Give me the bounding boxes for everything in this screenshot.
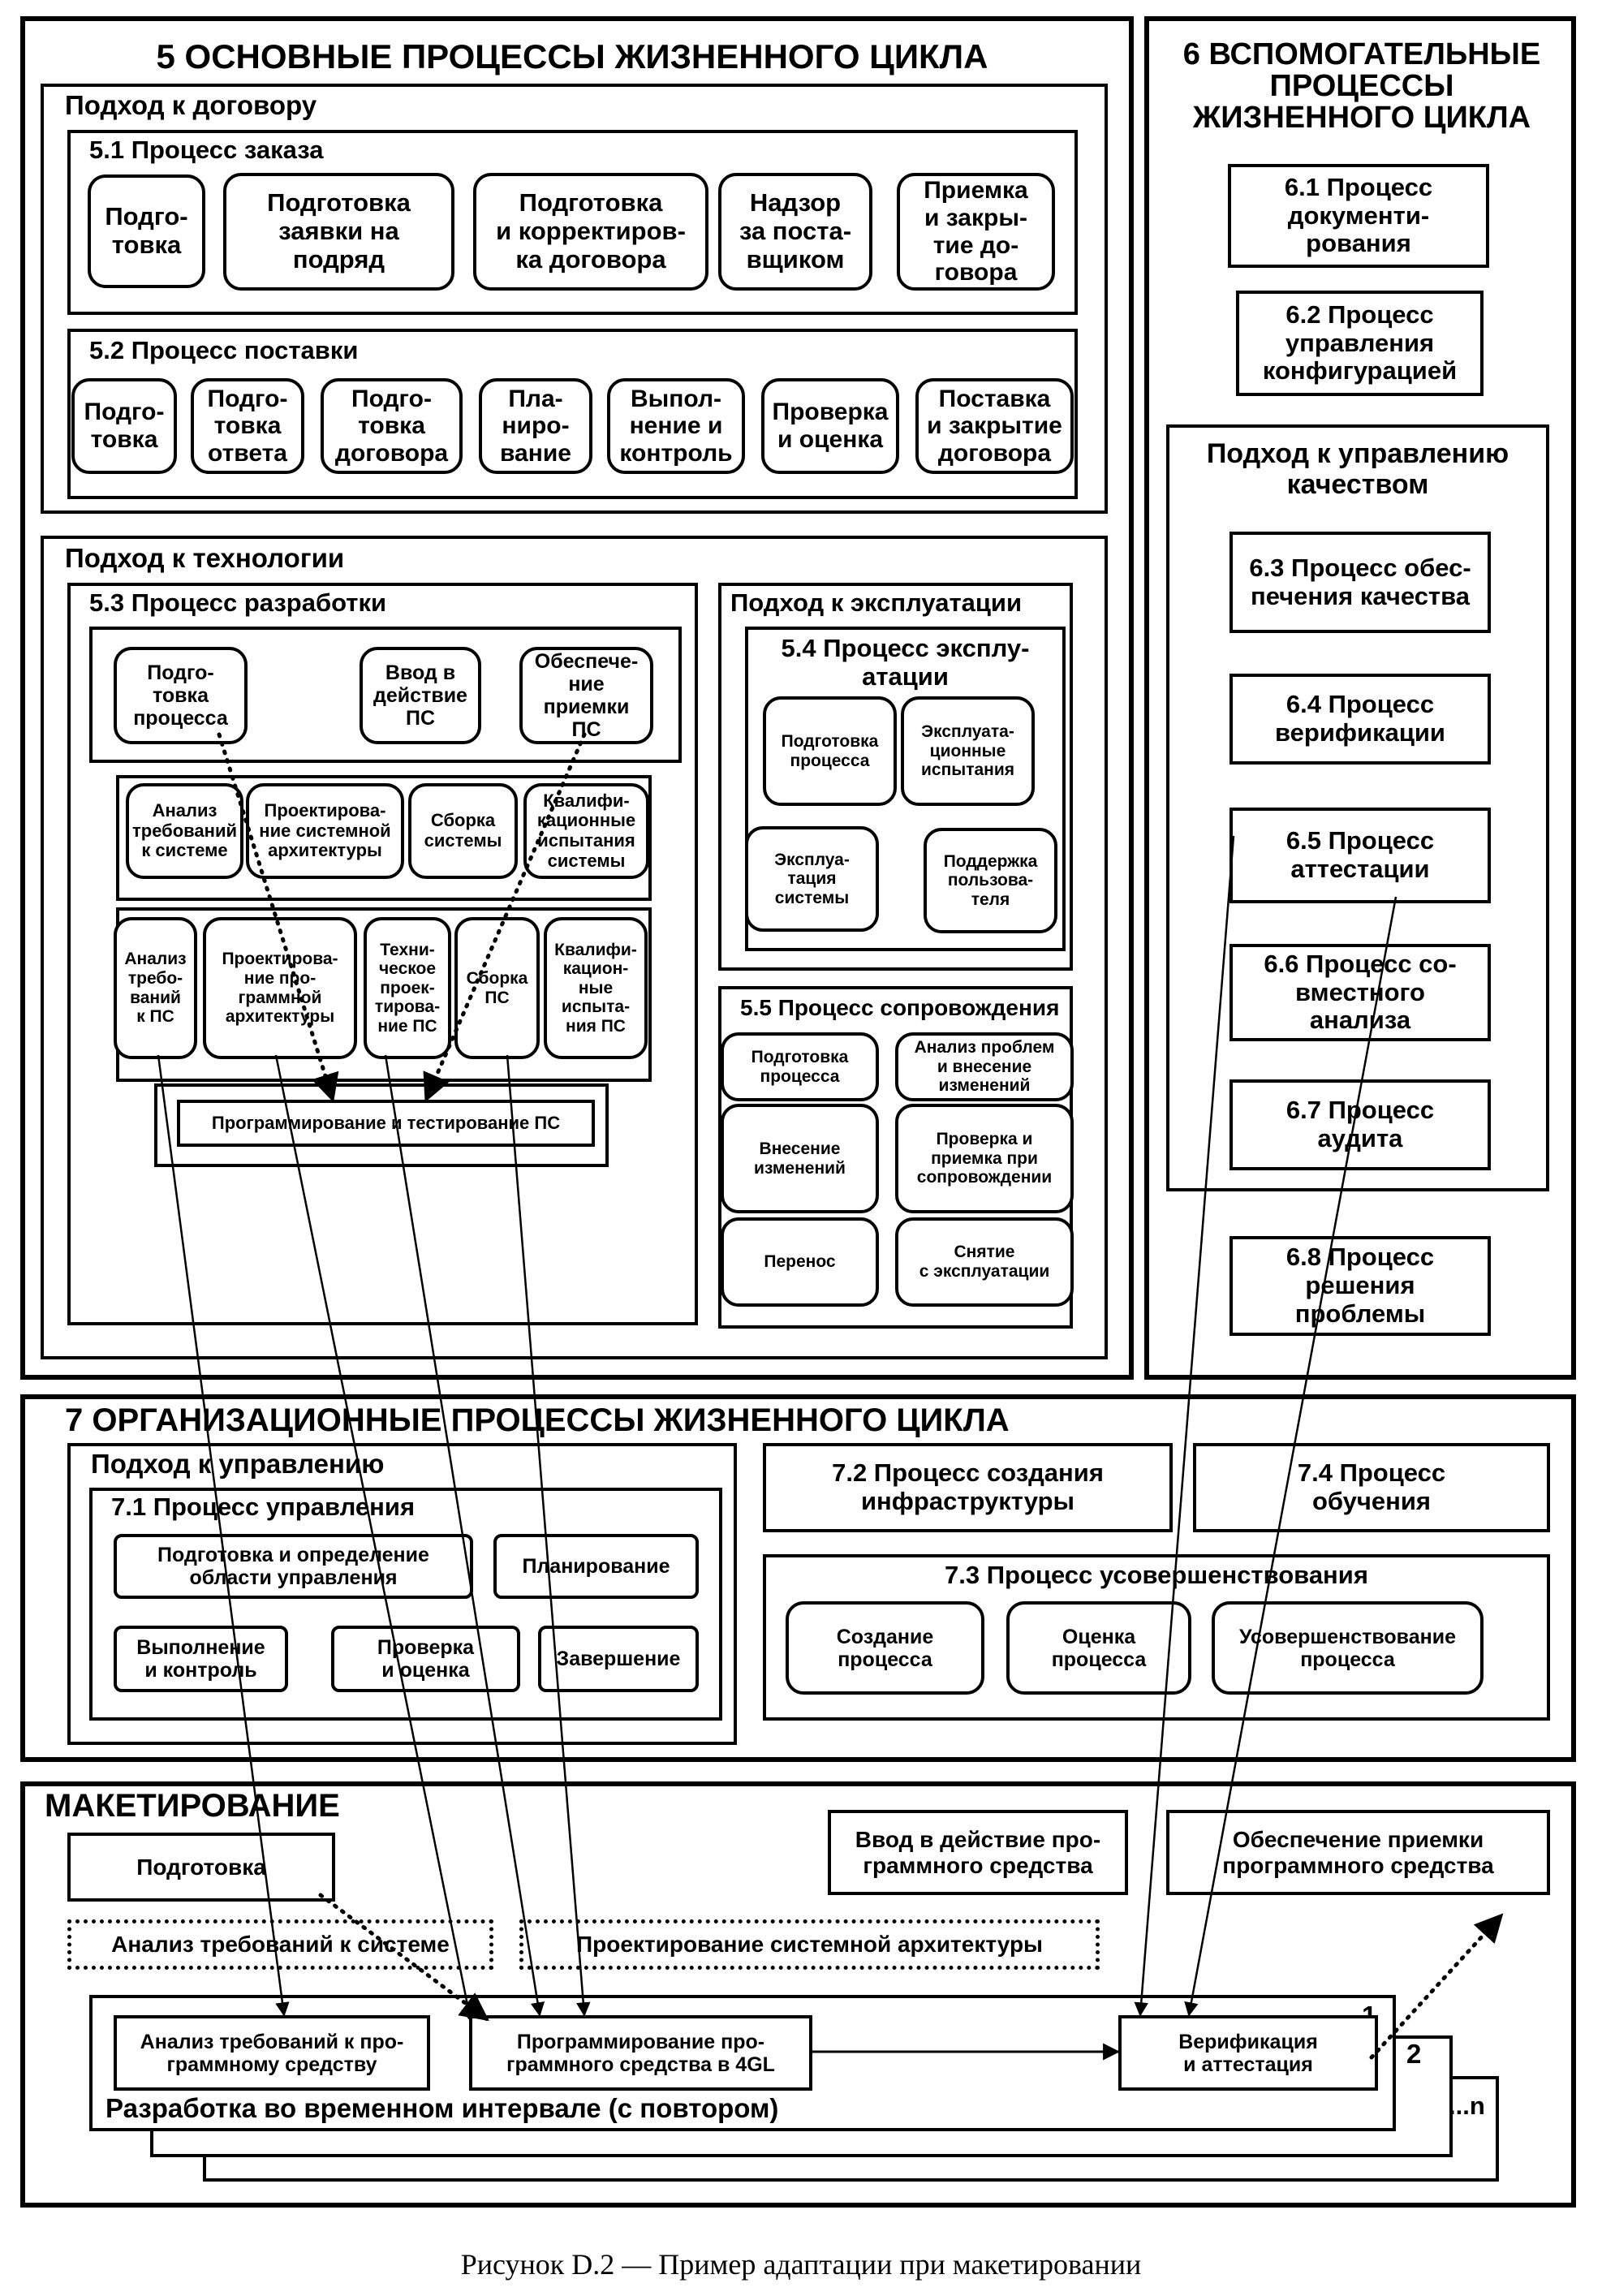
p52-item: Пла- ниро- вание (479, 378, 592, 474)
p71-item: Проверка и оценка (331, 1626, 520, 1692)
p51-item: Подготовка и корректиров- ка договора (473, 173, 708, 291)
p52-item: Подго- товка ответа (191, 378, 304, 474)
p51-item: Приемка и закры- тие до- говора (897, 173, 1055, 291)
p54-item: Подготовка процесса (763, 696, 897, 806)
process-7-1-title: 7.1 Процесс управления (111, 1493, 416, 1521)
section-6-frame (1144, 16, 1576, 1380)
section-6-title: 6 ВСПОМОГАТЕЛЬНЫЕ ПРОЦЕССЫ ЖИЗНЕННОГО ЦИ… (1182, 37, 1541, 135)
proto-accept: Обеспечение приемки программного средств… (1166, 1810, 1550, 1895)
dev-install-sw: Ввод в действие ПС (360, 647, 481, 744)
process-6-2: 6.2 Процесс управления конфигурацией (1236, 291, 1484, 396)
process-6-1: 6.1 Процесс документи- рования (1228, 164, 1489, 268)
process-7-3-title: 7.3 Процесс усовершенствования (945, 1561, 1368, 1589)
process-5-5-title: 5.5 Процесс сопровождения (740, 995, 1060, 1020)
p71-item: Выполнение и контроль (114, 1626, 288, 1692)
dev-system-item: Квалифи- кационные испытания системы (523, 783, 649, 879)
management-approach-title: Подход к управлению (91, 1449, 385, 1479)
p51-item: Надзор за поста- вщиком (718, 173, 872, 291)
contract-approach-title: Подход к договору (65, 90, 317, 120)
operations-approach-title: Подход к эксплуатации (730, 588, 1023, 617)
process-5-2-title: 5.2 Процесс поставки (89, 336, 359, 364)
prototyping-frame (20, 1781, 1576, 2208)
p55-item: Снятие с эксплуатации (895, 1217, 1074, 1307)
proto-install: Ввод в действие про- граммного средства (828, 1810, 1128, 1895)
proto-sw-requirements: Анализ требований к про- граммному средс… (114, 2015, 430, 2091)
p71-item: Завершение (538, 1626, 699, 1692)
dev-system-item: Сборка системы (408, 783, 518, 879)
process-6-3: 6.3 Процесс обес- печения качества (1229, 532, 1491, 633)
figure-caption: Рисунок D.2 — Пример адаптации при макет… (460, 2248, 1142, 2281)
p52-item: Подго- товка (71, 378, 177, 474)
dev-system-item: Анализ требований к системе (126, 783, 243, 879)
dev-coding-test: Программирование и тестирование ПС (177, 1100, 595, 1147)
process-6-5: 6.5 Процесс аттестации (1229, 808, 1491, 903)
section-7-frame (20, 1394, 1576, 1762)
p52-item: Выпол- нение и контроль (607, 378, 745, 474)
p52-item: Подго- товка договора (321, 378, 463, 474)
prototyping-title: МАКЕТИРОВАНИЕ (45, 1788, 340, 1824)
p71-item: Подготовка и определение области управле… (114, 1534, 473, 1599)
p55-item: Проверка и приемка при сопровождении (895, 1104, 1074, 1213)
dev-software-item: Квалифи- кацион- ные испыта- ния ПС (544, 917, 648, 1059)
dev-software-item: Техни- ческое проек- тирова- ние ПС (364, 917, 451, 1059)
proto-sys-requirements: Анализ требований к системе (67, 1919, 493, 1970)
p54-item: Эксплуа- тация системы (745, 826, 879, 932)
process-6-6: 6.6 Процесс со- вместного анализа (1229, 944, 1491, 1041)
dev-software-item: Проектирова- ние про- граммной архитекту… (203, 917, 357, 1059)
process-7-4: 7.4 Процесс обучения (1193, 1443, 1550, 1532)
iteration-number-2: 2 (1406, 2039, 1422, 2069)
process-6-8: 6.8 Процесс решения проблемы (1229, 1236, 1491, 1336)
p52-item: Поставка и закрытие договора (915, 378, 1074, 474)
dev-system-item: Проектирова- ние системной архитектуры (246, 783, 404, 879)
dev-accept-sw: Обеспече- ние приемки ПС (519, 647, 653, 744)
p73-item: Оценка процесса (1006, 1601, 1191, 1695)
process-6-4: 6.4 Процесс верификации (1229, 674, 1491, 765)
p55-item: Анализ проблем и внесение изменений (895, 1032, 1074, 1101)
process-5-3-title: 5.3 Процесс разработки (89, 588, 387, 617)
proto-prep: Подготовка (67, 1833, 335, 1902)
proto-coding-4gl: Программирование про- граммного средства… (469, 2015, 812, 2091)
p51-item: Подго- товка (88, 174, 205, 288)
section-7-title: 7 ОРГАНИЗАЦИОННЫЕ ПРОЦЕССЫ ЖИЗНЕННОГО ЦИ… (65, 1402, 1010, 1438)
p52-item: Проверка и оценка (761, 378, 899, 474)
process-5-1-title: 5.1 Процесс заказа (89, 136, 324, 164)
technology-approach-title: Подход к технологии (65, 543, 345, 573)
p54-item: Эксплуата- ционные испытания (901, 696, 1035, 806)
p54-item: Поддержка пользова- теля (924, 828, 1057, 933)
quality-approach-title: Подход к управлению качеством (1206, 438, 1509, 501)
section-5-frame (20, 16, 1134, 1380)
iteration-number-n: ...n (1449, 2091, 1485, 2120)
process-5-4-title: 5.4 Процесс эксплу- атации (781, 634, 1030, 691)
p55-item: Подготовка процесса (721, 1032, 879, 1101)
p55-item: Внесение изменений (721, 1104, 879, 1213)
p55-item: Перенос (721, 1217, 879, 1307)
p71-item: Планирование (493, 1534, 699, 1599)
section-5-title: 5 ОСНОВНЫЕ ПРОЦЕССЫ ЖИЗНЕННОГО ЦИКЛА (156, 37, 988, 75)
process-7-2: 7.2 Процесс создания инфраструктуры (763, 1443, 1173, 1532)
p73-item: Создание процесса (786, 1601, 984, 1695)
p51-item: Подготовка заявки на подряд (223, 173, 454, 291)
dev-software-item: Анализ требо- ваний к ПС (114, 917, 197, 1059)
dev-prep-process: Подго- товка процесса (114, 647, 248, 744)
proto-sys-architecture: Проектирование системной архитектуры (519, 1919, 1100, 1970)
iteration-label: Разработка во временном интервале (с пов… (106, 2093, 779, 2123)
proto-verification: Верификация и аттестация (1118, 2015, 1378, 2091)
